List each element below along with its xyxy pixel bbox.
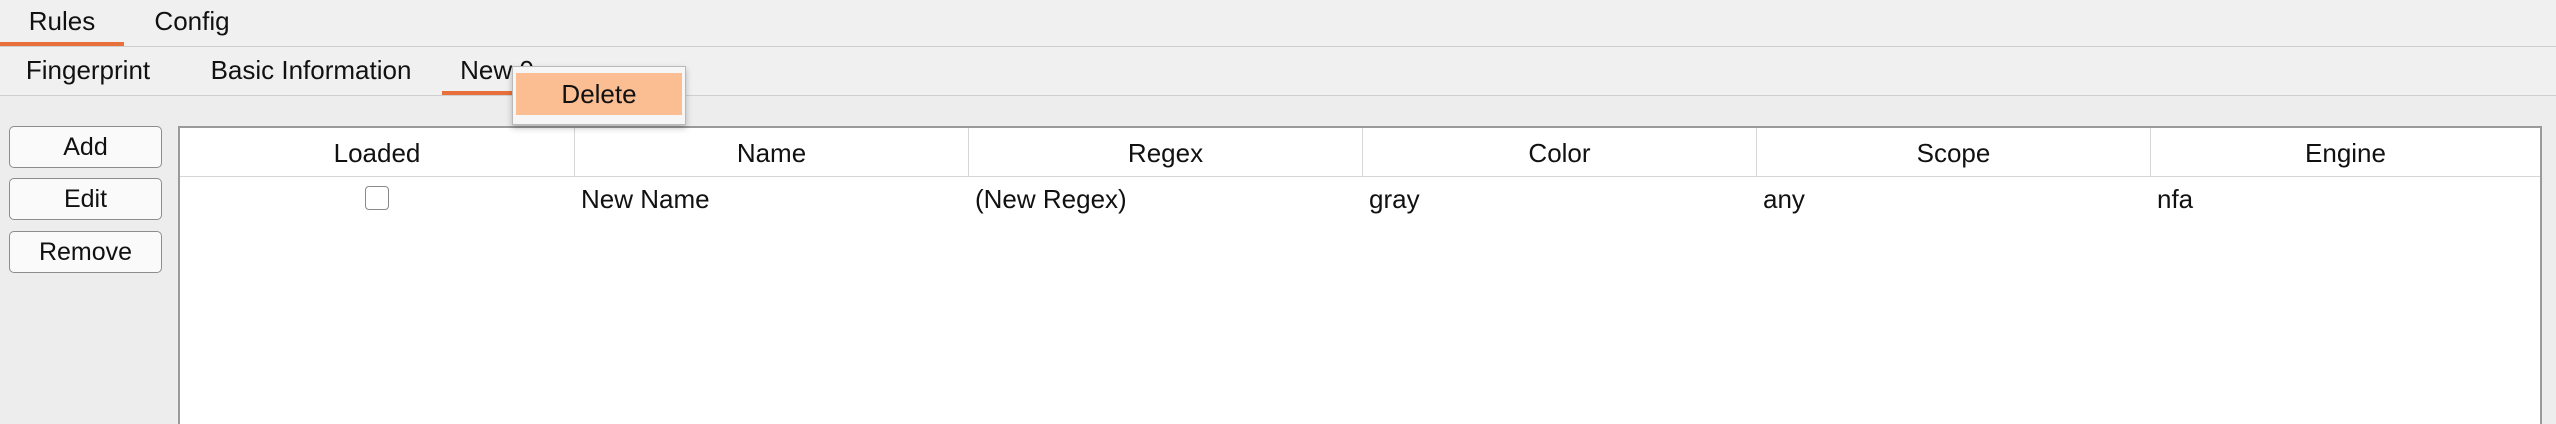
- remove-button[interactable]: Remove: [9, 231, 162, 273]
- cell-color: gray: [1369, 184, 1420, 214]
- tab-config[interactable]: Config: [130, 0, 254, 46]
- loaded-checkbox[interactable]: [365, 186, 389, 210]
- tab-rules[interactable]: Rules: [0, 0, 124, 46]
- cell-name: New Name: [581, 184, 710, 214]
- column-header-regex[interactable]: Regex: [969, 128, 1363, 176]
- column-header-color[interactable]: Color: [1363, 128, 1757, 176]
- column-header-engine[interactable]: Engine: [2305, 138, 2386, 168]
- cell-regex: (New Regex): [975, 184, 1127, 214]
- table-header: Loaded Name Regex Color Scope Engine: [180, 128, 2540, 177]
- column-header-scope[interactable]: Scope: [1757, 128, 2151, 176]
- column-header-name[interactable]: Name: [575, 128, 969, 176]
- tab-basic-information[interactable]: Basic Information: [196, 47, 426, 95]
- tab-fingerprint-label: Fingerprint: [25, 55, 151, 85]
- main-tab-bar: Rules Config: [0, 0, 2556, 47]
- tab-fingerprint[interactable]: Fingerprint: [8, 47, 168, 95]
- tab-config-label: Config: [154, 6, 230, 36]
- rules-sub-tab-bar: Fingerprint Basic Information New 0: [0, 47, 2556, 96]
- cell-engine: nfa: [2157, 184, 2194, 214]
- add-button[interactable]: Add: [9, 126, 162, 168]
- tab-context-menu: Delete: [512, 66, 686, 125]
- edit-button[interactable]: Edit: [9, 178, 162, 220]
- menu-item-delete[interactable]: Delete: [516, 73, 682, 115]
- rules-table: Loaded Name Regex Color Scope Engine New…: [178, 126, 2542, 424]
- tab-basic-information-label: Basic Information: [210, 55, 412, 85]
- table-row[interactable]: New Name (New Regex) gray any nfa: [180, 177, 2540, 221]
- tab-rules-label: Rules: [28, 6, 96, 36]
- cell-scope: any: [1763, 184, 1805, 214]
- column-header-loaded[interactable]: Loaded: [180, 128, 575, 176]
